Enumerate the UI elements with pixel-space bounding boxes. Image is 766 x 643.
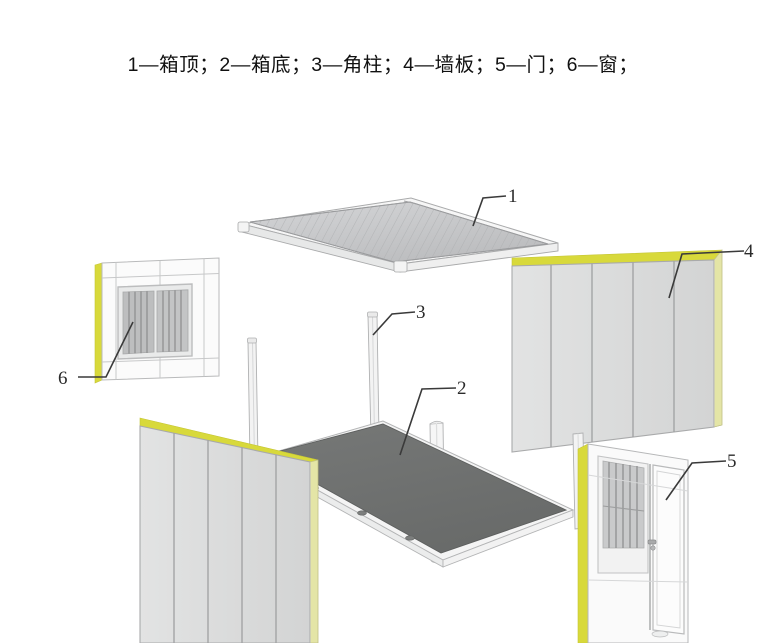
callout-1-label: 1 [508,186,518,207]
door-panel-rail-bottom [587,579,689,583]
callout-2-label: 2 [457,378,467,399]
roof-corner-casting-left [237,221,250,233]
corner-post-back-right [367,311,380,438]
floor-lashing-point-2 [357,510,367,516]
roof-panel-group [237,197,559,273]
callout-4-label: 4 [744,241,754,262]
window-panel-edge-yellow [94,262,103,384]
callout-4-leader [668,250,745,299]
door-window-grille [602,460,645,549]
exploded-assembly-figure: 1 [0,130,766,643]
door-threshold-foot [651,630,669,638]
callout-3-leader [372,311,416,336]
wall-panel-face [511,259,715,453]
window-panel-rail-top [101,273,220,279]
floor-panel-group [256,420,575,568]
wall-panel-thickness [713,249,723,428]
roof-ridge-line [403,200,418,205]
roof-surface-outline [249,201,549,263]
callout-2-leader [399,387,457,456]
callout-6-label: 6 [58,368,68,389]
window-grille [122,289,189,355]
floor-frame-side-right [442,509,574,568]
callout-5-label: 5 [727,451,737,472]
roof-corner-casting-front [393,260,408,273]
door-handle-icon [647,539,657,551]
roof-corrugation [250,202,548,262]
figure-caption: 1—箱顶；2—箱底；3—角柱；4—墙板；5—门；6—窗； [127,54,639,76]
door-panel-group [577,443,689,643]
floor-surface [263,423,568,554]
wall-panel-group [511,249,723,453]
window-panel-rail-bottom [101,357,220,363]
callout-3-label: 3 [416,302,426,323]
front-wall-face [139,425,311,643]
corner-post-back-left [247,337,259,462]
window-panel-group [94,257,220,384]
floor-lashing-point-3 [405,535,415,541]
door-panel-edge-yellow [577,443,589,643]
callout-5-leader [665,460,727,501]
front-wall-thickness [309,459,319,643]
door-leaf-inner [656,470,681,629]
callout-1-leader [472,195,507,227]
callout-6-leader [78,321,134,378]
front-wall-panel-group [139,417,319,643]
door-leaf [652,464,685,635]
door-panel-rail-top [587,474,689,492]
